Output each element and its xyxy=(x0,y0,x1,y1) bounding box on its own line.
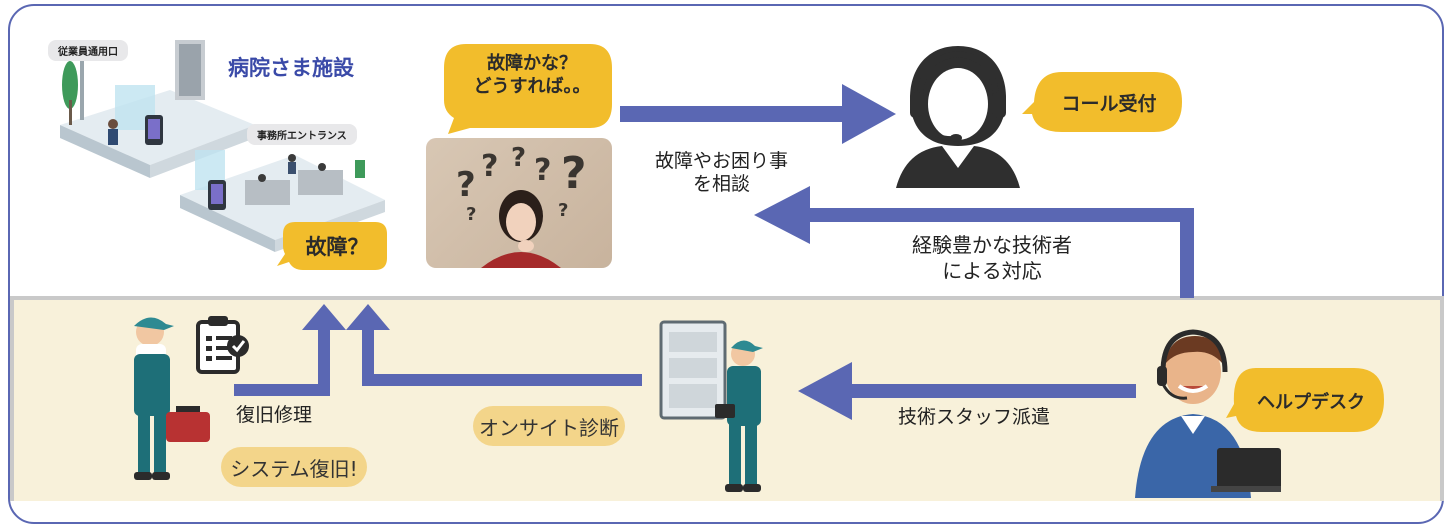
repair-technician-illustration xyxy=(134,317,210,480)
user-speech-text: 故障かな？ どうすれば。。 xyxy=(473,53,591,97)
consult-label: 故障やお困り事 を相談 xyxy=(655,150,789,195)
facility-title: 病院さま施設 xyxy=(228,56,354,80)
toolbox-icon xyxy=(166,412,210,442)
operator-headset-icon xyxy=(896,46,1020,188)
svg-text:?: ? xyxy=(456,165,476,205)
dispatch-arrow xyxy=(798,362,1136,420)
person-icon xyxy=(108,119,118,129)
office-entrance-tag: 事務所エントランス xyxy=(247,124,357,145)
onsite-diagnosis-pill: オンサイト診断 xyxy=(473,406,625,446)
call-bubble-shape xyxy=(1022,72,1182,132)
fault-bubble-text: 故障？ xyxy=(305,235,369,259)
fault-bubble-shape xyxy=(277,222,387,270)
tree-icon xyxy=(62,61,78,109)
response-label: 経験豊かな技術者 による対応 xyxy=(912,233,1072,283)
repair-label: 復旧修理 xyxy=(236,404,313,426)
helpdesk-bubble-text: ヘルプデスク xyxy=(1257,392,1365,413)
svg-text:?: ? xyxy=(561,148,587,199)
call-bubble-text: コール受付 xyxy=(1061,92,1157,115)
user-speech-bubble-shape xyxy=(444,44,612,134)
confused-woman-photo: ? ? ? ? ? ? ? xyxy=(426,138,612,268)
restore-arrows xyxy=(234,304,642,396)
helpdesk-operator-illustration xyxy=(1135,329,1281,498)
staff-entrance-tag: 従業員通用口 xyxy=(48,40,128,61)
system-restored-pill: システム復旧! xyxy=(221,447,367,487)
svg-text:?: ? xyxy=(534,153,551,188)
consult-arrow xyxy=(620,84,896,144)
clipboard-check-icon xyxy=(196,316,249,374)
response-arrow xyxy=(754,186,1194,298)
helpdesk-bubble-shape xyxy=(1226,368,1384,432)
svg-text:?: ? xyxy=(511,143,526,173)
dispatch-label: 技術スタッフ派遣 xyxy=(898,406,1051,428)
laptop-icon xyxy=(1217,448,1281,490)
svg-text:?: ? xyxy=(481,149,498,184)
svg-text:?: ? xyxy=(558,200,568,221)
onsite-technician-illustration xyxy=(659,320,763,492)
svg-text:?: ? xyxy=(466,204,476,225)
